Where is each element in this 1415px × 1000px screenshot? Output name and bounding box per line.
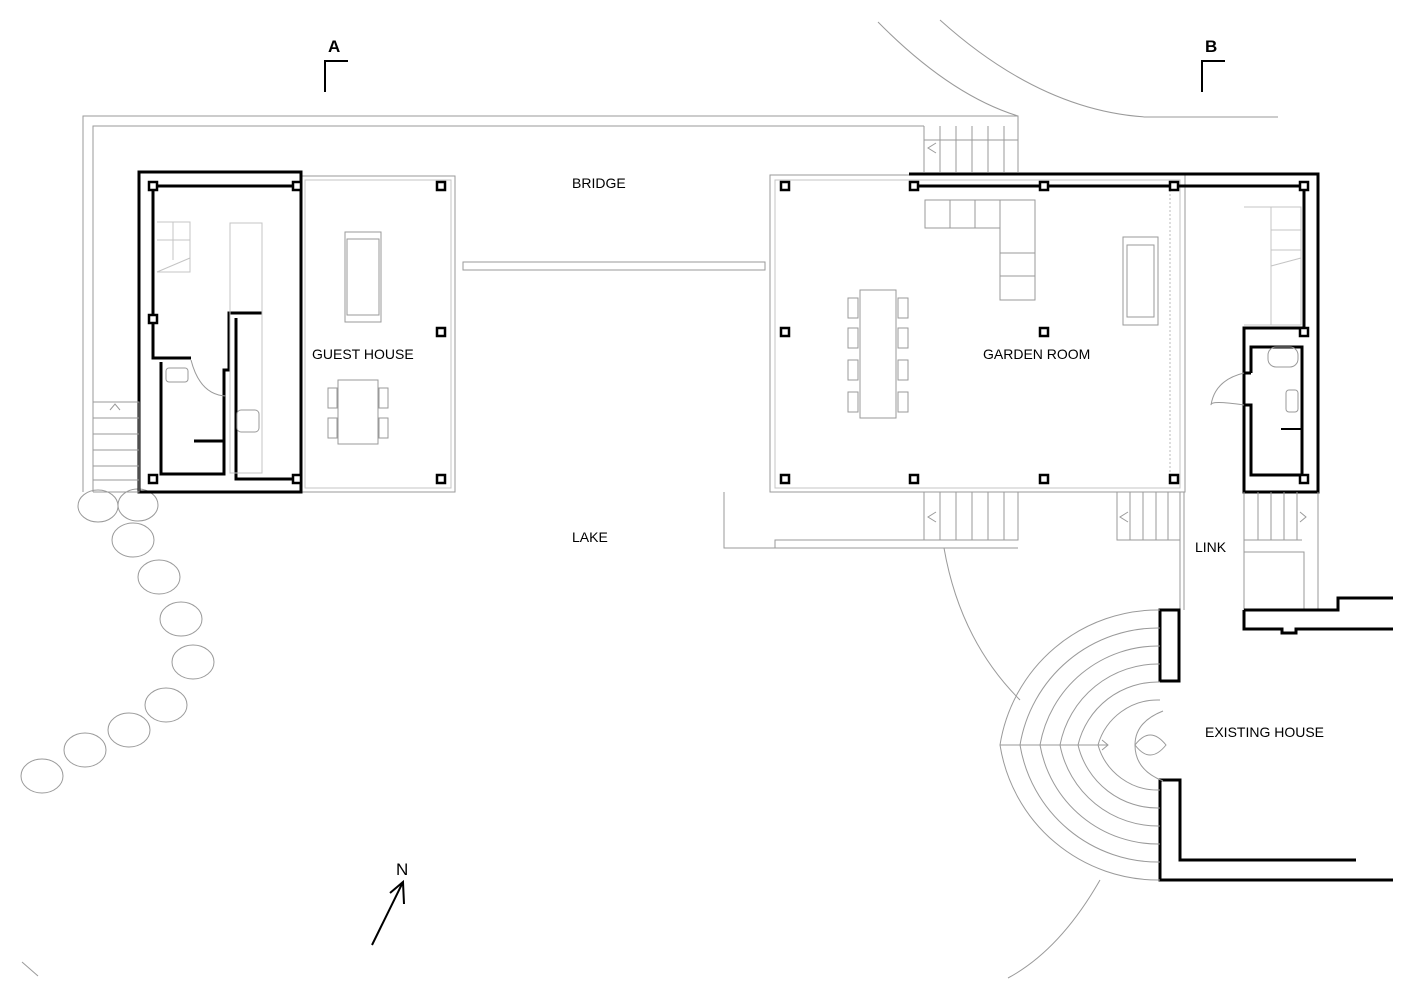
stepping-stones bbox=[20, 488, 215, 794]
section-marker-b: B bbox=[1201, 37, 1225, 92]
section-b-label: B bbox=[1205, 37, 1217, 56]
label-guest-house: GUEST HOUSE bbox=[312, 346, 414, 362]
label-lake: LAKE bbox=[572, 529, 608, 545]
bridge-deck bbox=[462, 261, 766, 271]
structural-posts bbox=[147, 180, 1310, 485]
existing-house bbox=[999, 596, 1393, 882]
label-existing-house: EXISTING HOUSE bbox=[1205, 724, 1324, 740]
label-bridge: BRIDGE bbox=[572, 175, 626, 191]
section-marker-a: A bbox=[324, 37, 348, 92]
section-a-label: A bbox=[328, 37, 340, 56]
label-link: LINK bbox=[1195, 539, 1227, 555]
label-garden-room: GARDEN ROOM bbox=[983, 346, 1090, 362]
section-marker-icon bbox=[324, 60, 348, 92]
section-marker-icon bbox=[1201, 60, 1225, 92]
north-arrow: N bbox=[371, 860, 408, 946]
north-arrow-icon bbox=[371, 879, 405, 946]
guest-house bbox=[93, 170, 456, 494]
site-lines bbox=[21, 19, 1278, 979]
stairs bbox=[723, 126, 1319, 610]
north-label: N bbox=[396, 860, 408, 879]
